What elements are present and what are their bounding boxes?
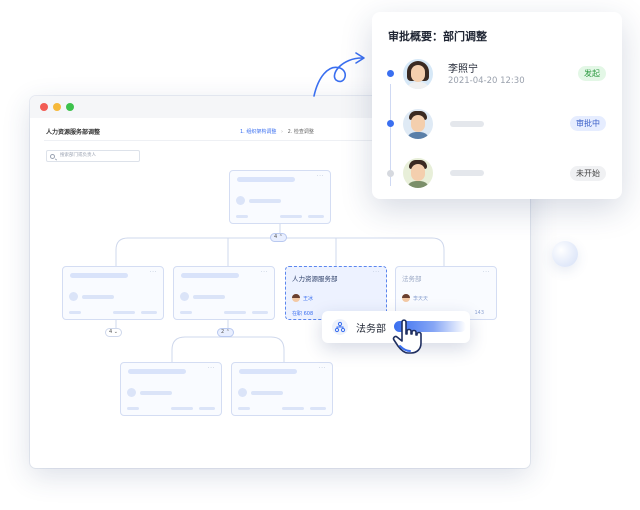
avatar-placeholder [238,388,247,397]
chevron-right-icon: › [280,129,283,135]
placeholder-bar [251,391,283,395]
department-name: 法务部 [402,275,422,283]
timeline-line [390,84,391,186]
timeline-dot [387,70,394,77]
timeline-dot [387,120,394,127]
expand-toggle-top[interactable]: 4 ⌃ [270,233,287,242]
placeholder-bar [310,407,326,410]
placeholder-bar [450,121,484,127]
avatar [402,294,410,302]
avatar-placeholder [236,196,245,205]
placeholder-bar [127,407,139,410]
status-badge: 审批中 [570,116,606,131]
search-placeholder: 搜索部门或负责人 [60,153,96,158]
step-1[interactable]: 1. 组织架构调整 [240,129,277,135]
placeholder-bar [252,311,268,314]
placeholder-bar [82,295,114,299]
placeholder-bar [237,177,295,182]
child-count: 4 [274,234,278,240]
placeholder-bar [450,170,484,176]
search-input[interactable]: 搜索部门或负责人 [46,150,140,162]
org-tree-icon [332,319,348,335]
placeholder-bar [199,407,215,410]
expand-toggle-middle[interactable]: 2 ⌃ [217,328,234,337]
more-icon[interactable]: ··· [318,365,326,372]
department-head: 李天天 [413,296,429,302]
placeholder-bar [280,215,302,218]
decorative-circle [552,241,578,267]
org-card-3[interactable]: ··· [120,362,222,416]
avatar [403,158,433,188]
more-icon[interactable]: ··· [316,173,324,180]
placeholder-bar [308,215,324,218]
chevron-up-icon: ⌃ [225,329,230,335]
more-icon[interactable]: ··· [207,365,215,372]
avatar-placeholder [127,388,136,397]
placeholder-bar [180,311,192,314]
approver-name: 李照宁 [448,64,478,75]
employee-count: 143 [474,310,484,316]
more-icon[interactable]: ··· [260,269,268,276]
approval-summary-popup: 审批概要：部门调整 李照宁 2021-04-20 12:30 发起 审批中 未开… [372,12,622,199]
chevron-up-icon: ⌃ [278,234,283,240]
placeholder-bar [69,311,81,314]
avatar-placeholder [69,292,78,301]
more-icon[interactable]: ··· [149,269,157,276]
org-card-4[interactable]: ··· [231,362,333,416]
placeholder-bar [282,407,304,410]
status-badge: 发起 [578,66,606,81]
org-card-root[interactable]: ··· [229,170,331,224]
placeholder-bar [181,273,239,278]
more-icon[interactable]: ··· [482,269,490,276]
arrow-icon [313,52,365,97]
close-window-button[interactable] [40,103,48,111]
placeholder-bar [236,215,248,218]
department-head: 王冰 [303,296,314,302]
maximize-window-button[interactable] [66,103,74,111]
approval-time: 2021-04-20 12:30 [448,76,525,86]
placeholder-bar [193,295,225,299]
timeline-dot [387,170,394,177]
chevron-down-icon: ⌄ [113,329,118,335]
avatar [403,109,433,139]
child-count: 2 [221,329,225,335]
employee-count: 在职 608 [292,311,314,317]
hand-pointer-icon [392,319,422,354]
placeholder-bar [171,407,193,410]
avatar [292,294,300,302]
step-indicator: 1. 组织架构调整 › 2. 检查调整 [240,128,314,135]
drag-indicator [394,321,466,332]
placeholder-bar [128,369,186,374]
status-badge: 未开始 [570,166,606,181]
page-title: 人力资源服务部调整 [46,129,101,136]
more-icon[interactable]: ··· [372,269,380,276]
avatar-placeholder [180,292,189,301]
department-name: 人力资源服务部 [292,275,338,283]
dragged-department-chip[interactable]: 法务部 [322,311,470,343]
header-divider [44,140,516,141]
child-count: 4 [109,329,113,335]
placeholder-bar [249,199,281,203]
placeholder-bar [140,391,172,395]
org-card-2[interactable]: ··· [173,266,275,320]
placeholder-bar [224,311,246,314]
department-name: 法务部 [356,324,386,335]
search-icon [50,153,55,159]
placeholder-bar [141,311,157,314]
expand-toggle-left[interactable]: 4 ⌄ [105,328,122,337]
placeholder-bar [239,369,297,374]
org-card-1[interactable]: ··· [62,266,164,320]
placeholder-bar [70,273,128,278]
placeholder-bar [113,311,135,314]
placeholder-bar [238,407,250,410]
step-2[interactable]: 2. 检查调整 [287,129,314,135]
minimize-window-button[interactable] [53,103,61,111]
avatar [403,59,433,89]
popup-title: 审批概要：部门调整 [388,30,487,43]
